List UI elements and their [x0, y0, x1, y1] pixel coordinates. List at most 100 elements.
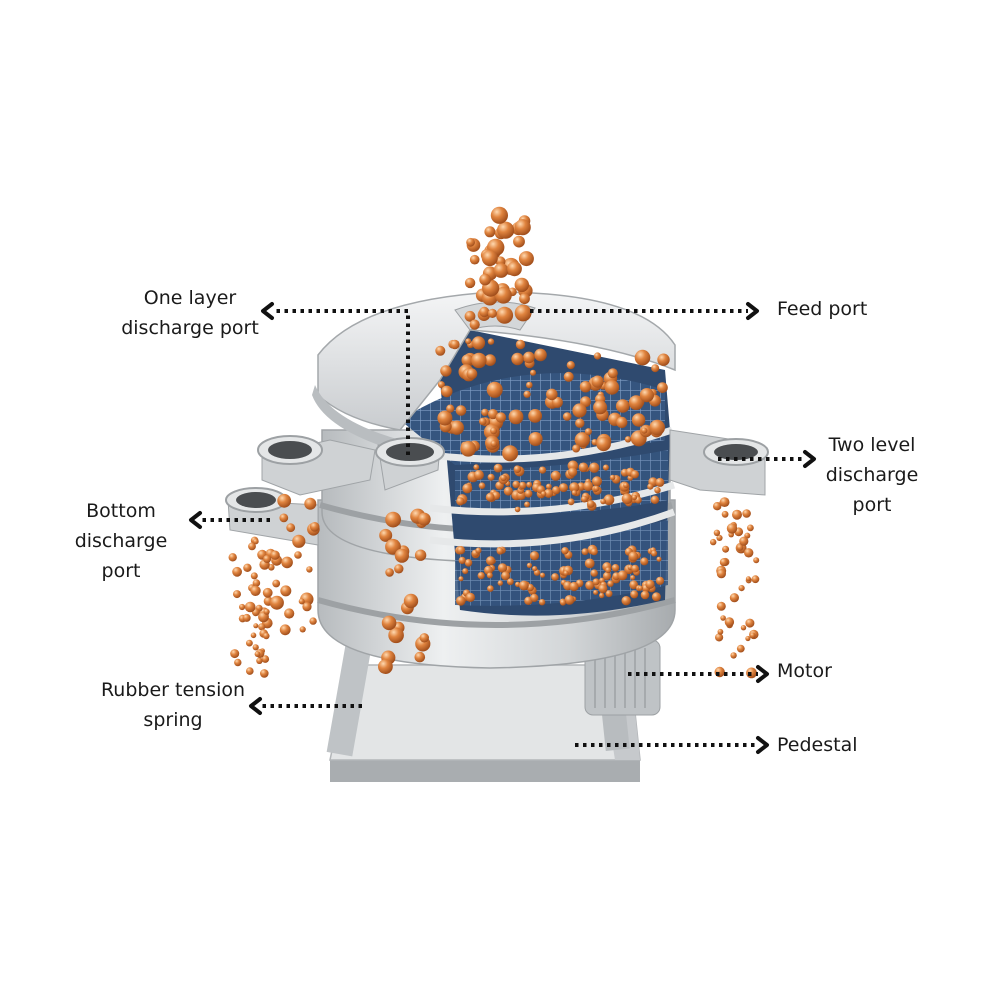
particle — [252, 538, 259, 545]
particle — [471, 352, 487, 369]
particle — [475, 547, 482, 554]
particle — [487, 308, 497, 318]
particle — [523, 351, 535, 364]
label-bottom-discharge-port: Bottom discharge port — [74, 500, 168, 582]
particle — [572, 403, 587, 418]
particle — [589, 462, 600, 473]
particle — [563, 371, 574, 382]
particle — [456, 596, 466, 606]
particle — [738, 585, 745, 592]
particle — [514, 506, 521, 513]
particle — [630, 575, 636, 581]
particle — [250, 585, 261, 596]
particle — [571, 490, 578, 496]
particle — [230, 649, 240, 659]
particle — [512, 480, 520, 489]
particle — [403, 593, 419, 609]
particle — [624, 436, 632, 443]
particle — [529, 551, 540, 561]
particle — [469, 254, 480, 265]
particle — [574, 432, 590, 448]
particle — [458, 556, 466, 565]
top-left-spout — [257, 435, 376, 496]
particle — [523, 390, 531, 398]
particle — [456, 497, 465, 506]
arrow-rubber-tension-spring — [249, 697, 362, 715]
particle — [722, 545, 730, 553]
particle — [655, 477, 665, 487]
particle — [719, 558, 729, 567]
particle — [486, 556, 496, 566]
particle — [495, 412, 507, 423]
particle — [286, 523, 296, 533]
particle — [654, 487, 661, 494]
particle — [526, 562, 533, 569]
two-level-discharge-spout — [669, 429, 769, 496]
particle — [530, 593, 539, 603]
particle — [724, 617, 735, 627]
particle — [508, 409, 524, 425]
particle — [511, 352, 524, 366]
particle — [586, 500, 595, 508]
particle — [478, 482, 486, 490]
particle — [272, 579, 281, 588]
particle — [616, 416, 628, 428]
particle — [446, 404, 455, 413]
particle — [559, 599, 567, 606]
particle — [739, 536, 749, 546]
particle — [292, 534, 306, 548]
particle — [552, 486, 561, 495]
particle — [496, 306, 514, 324]
particle — [479, 417, 487, 426]
particle — [590, 548, 598, 556]
particle — [561, 547, 569, 555]
particle — [562, 412, 572, 421]
particle — [481, 408, 489, 417]
particle — [629, 580, 639, 590]
particle — [640, 590, 650, 600]
particle — [732, 509, 742, 520]
particle — [252, 644, 259, 651]
particle — [649, 419, 665, 436]
particle — [473, 464, 480, 471]
particle — [263, 555, 272, 563]
label-rubber-tension-spring: Rubber tension spring — [100, 679, 246, 731]
particle — [232, 566, 243, 577]
particle — [456, 546, 466, 555]
particle — [623, 482, 629, 488]
particle — [414, 651, 426, 663]
particle — [417, 512, 431, 526]
particle — [298, 598, 305, 605]
particle — [745, 576, 751, 582]
particle — [469, 319, 480, 330]
particle — [528, 432, 543, 446]
particle — [284, 608, 295, 619]
particle — [466, 237, 475, 247]
particle — [450, 339, 460, 350]
particle — [263, 632, 270, 640]
particle — [569, 581, 579, 592]
particle — [497, 221, 515, 239]
bottom-discharge-spout — [225, 487, 319, 546]
particle — [726, 523, 738, 534]
particle — [585, 580, 595, 590]
particle — [716, 534, 723, 542]
particle — [721, 510, 729, 518]
particle — [487, 585, 494, 592]
particle — [281, 556, 293, 569]
particle — [751, 575, 760, 584]
particle — [611, 564, 620, 572]
particle — [563, 570, 569, 576]
particle — [603, 494, 615, 506]
particle — [497, 563, 508, 573]
particle — [575, 418, 585, 428]
particle — [596, 436, 611, 452]
particle — [602, 464, 609, 471]
particle — [628, 395, 644, 410]
particle — [583, 481, 594, 492]
particle — [464, 559, 473, 567]
particle — [534, 348, 547, 362]
particle — [486, 572, 493, 579]
particle — [484, 354, 496, 366]
